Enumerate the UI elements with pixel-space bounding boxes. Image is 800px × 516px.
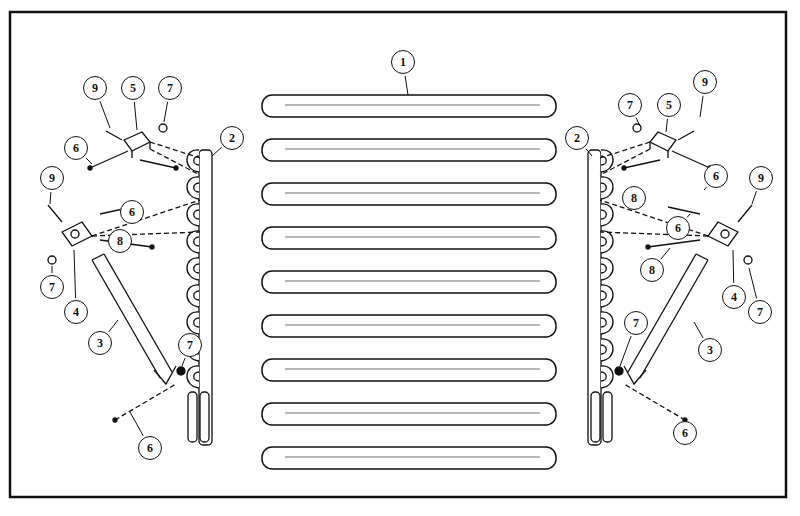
leader-line: [74, 250, 76, 298]
callout-circle: 7: [40, 275, 64, 299]
callout-number: 6: [713, 170, 719, 182]
callout-number: 9: [92, 82, 98, 94]
leader-line: [704, 187, 707, 190]
callout-circle: 7: [178, 333, 202, 357]
leader-line: [733, 250, 735, 283]
leader-line: [52, 266, 53, 273]
callout-circle: 3: [698, 338, 722, 362]
leader-line: [620, 336, 631, 366]
callout-circle: 6: [64, 136, 88, 160]
leader-line: [109, 320, 118, 332]
leader-line: [749, 268, 757, 298]
callout-circle: 7: [624, 311, 648, 335]
leader-line: [752, 191, 756, 204]
callout-circle: 6: [120, 200, 144, 224]
callout-circle: 5: [657, 93, 681, 117]
callout-number: 7: [187, 339, 193, 351]
callout-circle: 6: [138, 436, 162, 460]
callout-circle: 9: [693, 70, 717, 94]
callout-circle: 4: [64, 300, 88, 324]
callout-circle: 3: [88, 331, 112, 355]
leader-line: [182, 358, 185, 366]
callout-circle: 2: [220, 126, 244, 150]
callout-number: 4: [731, 291, 737, 303]
callout-number: 6: [129, 206, 135, 218]
leader-line: [212, 147, 222, 156]
callout-number: 8: [117, 235, 123, 247]
leader-line: [164, 102, 168, 122]
callout-number: 7: [167, 82, 173, 94]
callout-number: 2: [229, 132, 235, 144]
callout-number: 8: [631, 192, 637, 204]
leader-line: [636, 118, 640, 126]
leader-line: [694, 322, 703, 338]
leader-line: [130, 412, 143, 436]
leader-line: [661, 248, 670, 259]
leader-line: [405, 76, 408, 95]
callout-number: 7: [49, 281, 55, 293]
callout-circle: 2: [565, 126, 589, 150]
callout-circle: 6: [666, 216, 690, 240]
callout-circle: 7: [748, 300, 772, 324]
leader-line: [586, 149, 592, 156]
callout-number: 6: [73, 142, 79, 154]
callout-number: 6: [675, 222, 681, 234]
callout-number: 6: [147, 442, 153, 454]
callout-number: 5: [666, 99, 672, 111]
callout-number: 9: [702, 76, 708, 88]
callout-number: 8: [649, 264, 655, 276]
callout-number: 4: [73, 306, 79, 318]
callout-number: 7: [633, 317, 639, 329]
callout-circle: 7: [158, 76, 182, 100]
leader-line: [100, 101, 110, 128]
leader-line: [666, 119, 667, 132]
callout-number: 7: [757, 306, 763, 318]
callout-number: 7: [627, 99, 633, 111]
callout-circle: 8: [640, 258, 664, 282]
callout-circle: 8: [622, 186, 646, 210]
callout-circle: 5: [121, 76, 145, 100]
leader-line: [86, 158, 92, 164]
callout-number: 5: [130, 82, 136, 94]
callout-circle: 1: [391, 50, 415, 74]
leader-line: [50, 192, 52, 204]
leader-line: [700, 96, 703, 117]
callout-circle: 9: [40, 166, 64, 190]
callout-number: 9: [758, 172, 764, 184]
callout-number: 2: [574, 132, 580, 144]
callout-circle: 9: [83, 76, 107, 100]
callout-circle: 4: [722, 285, 746, 309]
callout-number: 9: [49, 172, 55, 184]
callout-circle: 6: [704, 164, 728, 188]
callout-number: 1: [400, 56, 406, 68]
leader-line: [134, 102, 137, 130]
callout-circle: 6: [673, 421, 697, 445]
callout-circle: 9: [749, 166, 773, 190]
callout-number: 6: [682, 427, 688, 439]
callout-number: 3: [97, 337, 103, 349]
callout-circle: 8: [108, 229, 132, 253]
callout-circle: 7: [618, 93, 642, 117]
leader-line: [687, 214, 690, 217]
callout-number: 3: [707, 344, 713, 356]
